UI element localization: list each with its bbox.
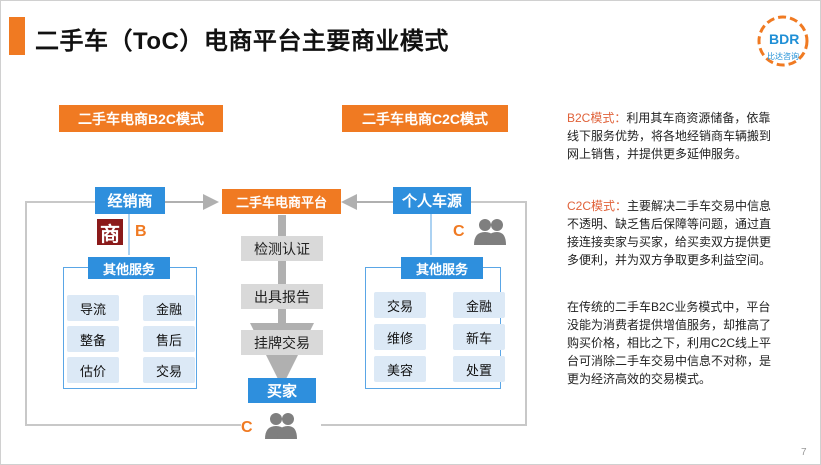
- buyer-people-icon: [265, 413, 297, 439]
- individual-node: 个人车源: [393, 187, 471, 214]
- note-c2c: C2C模式：主要解决二手车交易中信息不透明、缺乏售后保障等问题，通过直接连接卖家…: [567, 197, 779, 269]
- logo-text: BDR: [769, 31, 800, 47]
- right-service-item: 维修: [374, 324, 426, 350]
- dealer-node: 经销商: [95, 187, 165, 214]
- note-c2c-text: 主要解决二手车交易中信息不透明、缺乏售后保障等问题，通过直接连接卖家与买家，给买…: [567, 199, 772, 267]
- c2c-model-label: 二手车电商C2C模式: [342, 105, 508, 132]
- bdr-logo-icon: [757, 15, 809, 67]
- note-b2c-label: B2C模式：: [567, 111, 627, 125]
- left-service-item: 导流: [67, 295, 119, 321]
- individual-people-icon: [474, 219, 506, 245]
- note-b2c-text: 利用其车商资源储备，依靠线下服务优势，将各地经销商车辆搬到网上销售，并提供更多延…: [567, 111, 772, 161]
- left-service-item: 金融: [143, 295, 195, 321]
- right-service-item: 处置: [453, 356, 505, 382]
- step-inspection: 检测认证: [241, 236, 323, 261]
- platform-node: 二手车电商平台: [222, 189, 341, 214]
- page-title: 二手车（ToC）电商平台主要商业模式: [35, 28, 449, 55]
- left-service-item: 售后: [143, 326, 195, 352]
- title-accent-bar: [9, 17, 25, 55]
- note-b2c: B2C模式：利用其车商资源储备，依靠线下服务优势，将各地经销商车辆搬到网上销售，…: [567, 109, 779, 163]
- left-service-item: 交易: [143, 357, 195, 383]
- right-service-item: 交易: [374, 292, 426, 318]
- right-services-title: 其他服务: [401, 257, 483, 279]
- buyer-letter: C: [241, 419, 253, 436]
- step-report: 出具报告: [241, 284, 323, 309]
- step-listing: 挂牌交易: [241, 330, 323, 355]
- left-services-title: 其他服务: [88, 257, 170, 279]
- right-service-item: 新车: [453, 324, 505, 350]
- left-service-item: 估价: [67, 357, 119, 383]
- left-service-item: 整备: [67, 326, 119, 352]
- dealer-shop-icon: 商: [97, 219, 123, 246]
- logo-subtext: 比达咨询: [767, 52, 799, 61]
- b2c-model-label: 二手车电商B2C模式: [59, 105, 223, 132]
- dealer-letter: B: [135, 223, 147, 240]
- individual-letter: C: [453, 223, 465, 240]
- note-c2c-label: C2C模式：: [567, 199, 628, 213]
- page-number: 7: [801, 447, 807, 458]
- right-service-item: 美容: [374, 356, 426, 382]
- note-summary: 在传统的二手车B2C业务模式中，平台没能为消费者提供增值服务，却推高了购买价格，…: [567, 300, 772, 386]
- right-service-item: 金融: [453, 292, 505, 318]
- buyer-node: 买家: [248, 378, 316, 403]
